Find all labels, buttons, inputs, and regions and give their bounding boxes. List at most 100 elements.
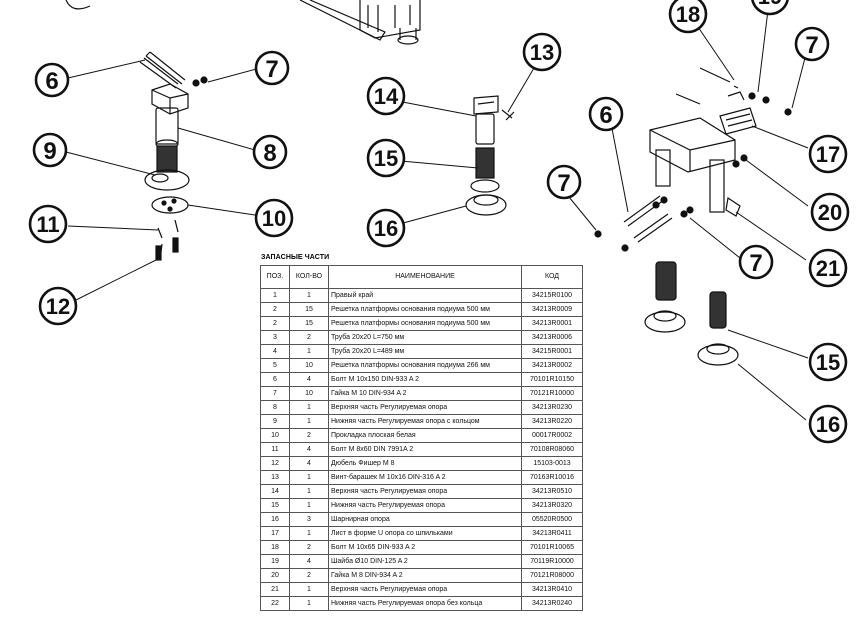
cell-code: 34213R0006: [521, 330, 583, 345]
cell-qty: 1: [289, 344, 329, 359]
cell-pos: 2: [260, 316, 290, 331]
cell-code: 34213R0001: [521, 316, 583, 331]
cell-code: 15103-0013: [521, 456, 583, 471]
svg-text:7: 7: [805, 32, 818, 59]
callout-7: 7: [546, 164, 582, 200]
callout-16: 16: [366, 208, 406, 248]
cell-pos: 3: [260, 330, 290, 345]
cell-name: Верхняя часть Регулируемая опора: [328, 484, 522, 499]
cell-qty: 4: [289, 372, 329, 387]
svg-text:21: 21: [816, 256, 840, 281]
leader-lines: [65, 9, 809, 421]
left-support-assembly: [139, 51, 208, 261]
svg-text:8: 8: [263, 140, 276, 167]
cell-pos: 11: [260, 442, 290, 457]
cell-name: Решетка платформы основания подиума 500 …: [328, 302, 522, 317]
parts-table-title: ЗАПАСНЫЕ ЧАСТИ: [261, 254, 330, 261]
cell-code: 70101R10150: [521, 372, 583, 387]
cell-qty: 2: [289, 568, 329, 583]
table-header-row: ПОЗ. КОЛ-ВО НАИМЕНОВАНИЕ КОД: [260, 265, 583, 289]
cell-name: Нижняя часть Регулируемая опора с кольцо…: [328, 414, 522, 429]
svg-text:7: 7: [265, 56, 278, 83]
cell-name: Нижняя часть Регулируемая опора без коль…: [328, 596, 522, 611]
cell-code: 34213R0320: [521, 498, 583, 513]
cell-pos: 20: [260, 568, 290, 583]
cell-pos: 15: [260, 498, 290, 513]
cell-name: Верхняя часть Регулируемая опора: [328, 582, 522, 597]
callout-11: 11: [28, 204, 68, 244]
cell-code: 05520R0500: [521, 512, 583, 527]
callout-6: 6: [588, 96, 624, 132]
cell-code: 34213R0410: [521, 582, 583, 597]
cell-name: Болт М 10x150 DIN-933 A 2: [328, 372, 522, 387]
cell-code: 70121R10000: [521, 386, 583, 401]
cell-name: Верхняя часть Регулируемая опора: [328, 400, 522, 415]
callout-13: 13: [522, 32, 562, 72]
callout-7: 7: [738, 244, 774, 280]
cell-code: 70101R10065: [521, 540, 583, 555]
cell-name: Винт-барашек М 10x16 DIN-316 A 2: [328, 470, 522, 485]
cell-qty: 1: [289, 484, 329, 499]
cell-name: Решетка платформы основания подиума 500 …: [328, 316, 522, 331]
cell-code: 70121R08000: [521, 568, 583, 583]
cell-name: Труба 20x20 L=489 мм: [328, 344, 522, 359]
cell-qty: 1: [289, 596, 329, 611]
svg-text:14: 14: [374, 84, 399, 109]
cell-qty: 4: [289, 456, 329, 471]
svg-text:7: 7: [749, 250, 762, 277]
cell-name: Лист в форме U опора со шпильками: [328, 526, 522, 541]
svg-text:15: 15: [374, 146, 398, 171]
cell-name: Болт М 10x65 DIN-933 A 2: [328, 540, 522, 555]
callout-21: 21: [808, 248, 848, 288]
callout-20: 20: [810, 192, 850, 232]
middle-support-assembly: [465, 95, 515, 216]
cell-qty: 4: [289, 442, 329, 457]
cell-qty: 1: [289, 526, 329, 541]
callout-7: 7: [254, 50, 290, 86]
header-pos: ПОЗ.: [260, 265, 290, 289]
cell-pos: 18: [260, 540, 290, 555]
svg-text:11: 11: [36, 212, 59, 237]
cell-qty: 1: [289, 400, 329, 415]
svg-text:13: 13: [530, 40, 554, 65]
cell-pos: 16: [260, 512, 290, 527]
cell-pos: 21: [260, 582, 290, 597]
header-qty: КОЛ-ВО: [289, 265, 329, 289]
right-support-assembly: [594, 67, 792, 366]
cell-name: Гайка М 10 DIN-934 A 2: [328, 386, 522, 401]
cell-name: Труба 20x20 L=750 мм: [328, 330, 522, 345]
svg-text:7: 7: [557, 170, 570, 197]
cell-pos: 12: [260, 456, 290, 471]
cell-qty: 2: [289, 330, 329, 345]
callout-15: 15: [366, 138, 406, 178]
cell-pos: 7: [260, 386, 290, 401]
cell-pos: 6: [260, 372, 290, 387]
cell-name: Прокладка плоская белая: [328, 428, 522, 443]
cell-pos: 5: [260, 358, 290, 373]
cell-pos: 4: [260, 344, 290, 359]
header-code: КОД: [521, 265, 583, 289]
cell-qty: 2: [289, 428, 329, 443]
cell-qty: 2: [289, 540, 329, 555]
svg-text:16: 16: [816, 412, 840, 437]
callout-15: 15: [808, 342, 848, 382]
svg-text:18: 18: [676, 2, 700, 27]
cell-qty: 10: [289, 386, 329, 401]
cell-name: Гайка М 8 DIN-934 A 2: [328, 568, 522, 583]
callout-9: 9: [32, 132, 68, 168]
callout-16: 16: [808, 404, 848, 444]
cell-name: Нижняя часть Регулируемая опора: [328, 498, 522, 513]
svg-text:19: 19: [758, 0, 782, 9]
